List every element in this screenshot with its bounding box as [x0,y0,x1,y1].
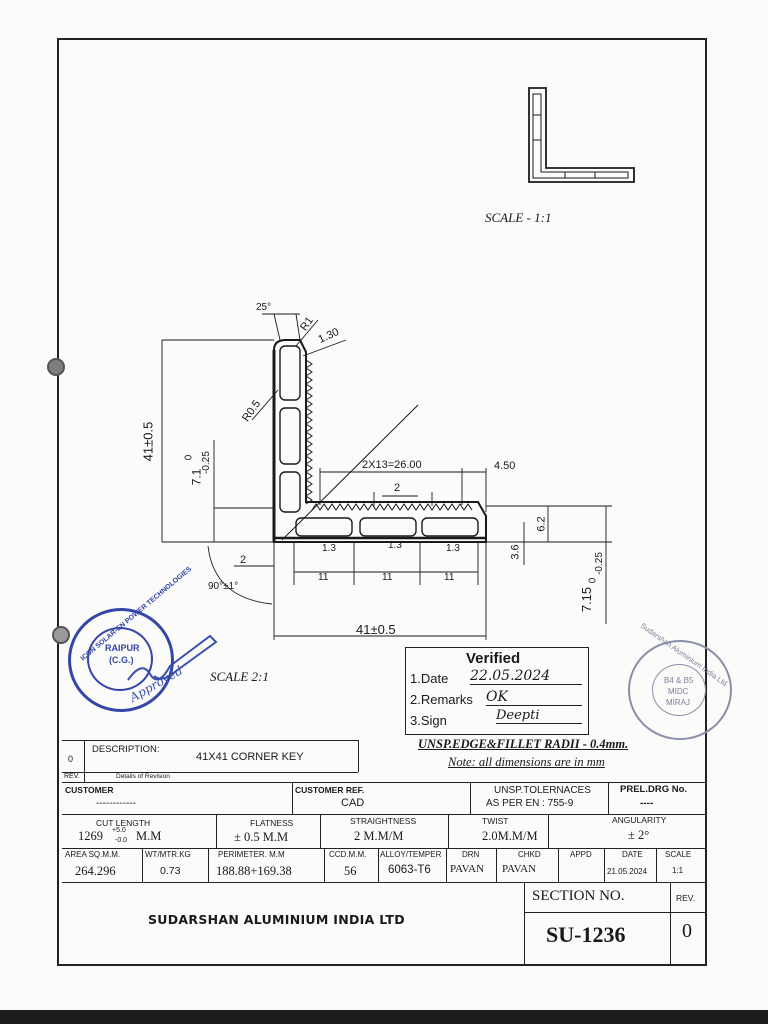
dim-25-deg: 25° [256,302,272,313]
rev-zero: 0 [68,754,74,764]
area-value: 264.296 [75,864,116,878]
twist-value: 2.0M.M/M [482,829,538,843]
appd-label: APPD [570,850,592,859]
dim-7-15: 7.15 [579,586,595,613]
flatness-value: ± 0.5 M.M [234,830,289,844]
dim-41-vertical: 41±0.5 [140,421,156,462]
details-of-revision: Details of Revision [116,773,170,780]
straightness-label: STRAIGHTNESS [350,816,417,826]
scale-label-main: SCALE 2:1 [210,669,269,684]
dim-11-c: 11 [444,572,455,583]
dim-7-1-tol-up: 0 [183,454,195,461]
rev-label: REV. [64,773,80,780]
prel-drg-value: ---- [640,798,654,809]
description-label: DESCRIPTION: [92,744,160,755]
right-stamp-line2: MIDC [668,687,689,696]
drn-value: PAVAN [450,863,485,875]
verified-date-label: 1.Date [410,671,449,686]
alloy-label: ALLOY/TEMPER [380,850,442,859]
punch-hole-top [47,358,65,376]
dim-1-3-b: 1.3 [388,540,402,551]
straightness-value: 2 M.M/M [354,829,404,843]
dim-11-b: 11 [382,572,393,583]
cut-length-tol-up: +5.0 [112,827,126,834]
cut-length-unit: M.M [136,829,162,843]
verified-remarks-value: OK [486,689,582,706]
verified-remarks-label: 2.Remarks [410,692,473,707]
ccd-label: CCD.M.M. [329,850,367,859]
punch-hole-bottom [52,626,70,644]
company-stamp: Sudarshan Aluminium India Ltd B4 & B5 MI… [628,621,732,740]
rev-column-label: REV. [676,893,696,903]
dim-7-15-tol-up: 0 [587,577,599,584]
dim-2-top: 2 [394,482,401,494]
ccd-value: 56 [344,864,357,878]
twist-label: TWIST [482,816,509,826]
perimeter-value: 188.88+169.38 [216,864,292,878]
verified-sign-label: 3.Sign [410,713,447,728]
dim-7-1-tol-dn: -0.25 [201,451,212,474]
scale-value: 1:1 [672,866,684,875]
description-value: 41X41 CORNER KEY [196,751,304,763]
dim-6-2: 6.2 [535,516,548,532]
customer-ref-label: CUSTOMER REF. [295,785,365,795]
prel-drg-label: PREL.DRG No. [620,784,688,795]
title-block: 0 DESCRIPTION: 41X41 CORNER KEY REV. Det… [62,740,706,966]
scale-label-top: SCALE - 1:1 [485,210,552,225]
scale-label: SCALE [665,850,692,859]
wt-label: WT/MTR.KG [145,850,191,859]
tolerances-label: UNSP.TOLERNACES [494,785,591,796]
rev-value: 0 [682,920,692,942]
dim-4-50: 4.50 [494,460,516,472]
cut-length-value: 1269 [78,829,103,843]
dim-41-horizontal: 41±0.5 [356,622,396,637]
chkd-label: CHKD [518,850,541,859]
angularity-label: ANGULARITY [612,815,667,825]
customer-approval-stamp: ICON SOLAR-EN POWER TECHNOLOGIES RAIPUR … [68,566,193,712]
dim-2-left: 2 [240,554,247,566]
angularity-value: ± 2° [628,828,650,842]
verified-date-value: 22.05.2024 [470,668,582,685]
verified-sign-value: Deepti [496,708,582,724]
date-value: 21.05.2024 [607,867,648,876]
dim-90-deg: 90°±1° [208,581,239,592]
dim-11-a: 11 [318,572,329,583]
customer-ref-value: CAD [341,797,365,809]
customer-value: ------------ [96,798,136,809]
section-number: SU-1236 [546,922,626,947]
cut-length-tol-dn: -0.0 [115,837,128,844]
scanner-edge [0,1010,768,1024]
dim-1-3-a: 1.3 [322,543,336,554]
date-label: DATE [622,850,643,859]
drn-label: DRN [462,850,480,859]
perimeter-label: PERIMETER. M.M [218,850,285,859]
right-stamp-line1: B4 & B5 [664,676,694,685]
right-stamp-line3: MIRAJ [666,698,690,707]
tolerances-value: AS PER EN : 755-9 [486,798,574,809]
company-name: SUDARSHAN ALUMINIUM INDIA LTD [148,912,405,927]
note-dimensions: Note: all dimensions are in mm [448,755,605,769]
section-label: SECTION NO. [532,888,625,904]
dim-2x13: 2X13=26.00 [362,459,422,471]
left-stamp-state: (C.G.) [109,655,134,665]
dim-1-3-c: 1.3 [446,543,460,554]
chkd-value: PAVAN [502,863,537,875]
wt-value: 0.73 [160,865,181,877]
dim-7-15-tol-dn: -0.25 [593,552,605,575]
verified-title: Verified [466,650,521,667]
drawing-border [57,38,707,966]
alloy-value: 6063-T6 [388,864,431,876]
flatness-label: FLATNESS [250,818,294,828]
area-label: AREA SQ.M.M. [65,850,121,859]
verification-box: Verified 1.Date 22.05.2024 2.Remarks OK … [405,647,589,735]
left-stamp-city: RAIPUR [105,643,140,653]
cut-length-label: CUT LENGTH [96,818,151,828]
dim-3-6: 3.6 [509,544,522,560]
customer-label: CUSTOMER [65,785,114,795]
note-radii: UNSP.EDGE&FILLET RADII - 0.4mm. [418,737,629,751]
